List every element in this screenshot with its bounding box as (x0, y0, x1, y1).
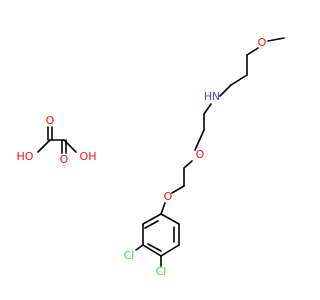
oxalic-o-top-label: O (46, 114, 55, 127)
amine-h-label: H (204, 90, 212, 103)
bond-c2-c3 (230, 74, 248, 86)
chloro-lower-label: Cl (156, 265, 167, 278)
oxalic-ho-label: HO (17, 150, 34, 163)
bond-o-aryl (160, 202, 166, 215)
bond-c5-o (194, 129, 205, 151)
bond-o-c1 (246, 47, 259, 56)
chloro-upper-label: Cl (124, 249, 135, 262)
oxalic-o-bottom-label: O (60, 153, 69, 166)
ring-bond-3 (142, 244, 162, 257)
bond-c-cl-upper (135, 244, 144, 251)
amine-ether-chain: O H N O O Cl Cl (124, 36, 285, 278)
ring-bond-4 (160, 244, 180, 257)
ring-bond-1b (144, 220, 159, 229)
bond-c-oh-left (37, 139, 51, 153)
ring-bond-6 (160, 213, 180, 225)
ether-o-chain-label: O (196, 148, 205, 161)
amine-n-label: N (212, 90, 220, 103)
bond-c3-n (219, 84, 232, 97)
oxalic-oh-label: OH (80, 150, 97, 163)
bond-o-c6 (183, 160, 193, 169)
ring-bond-1 (142, 213, 162, 225)
methoxy-o-label: O (258, 36, 267, 49)
bond-n-c4 (203, 103, 212, 115)
ether-o-aryl-label: O (164, 190, 173, 203)
bond-c7-o (171, 185, 185, 194)
molecule-diagram: O O HO OH O (17, 36, 285, 278)
bond-me-o (267, 37, 285, 42)
oxalic-acid: O O HO OH (17, 114, 97, 166)
ring-bond-3b (147, 243, 162, 252)
